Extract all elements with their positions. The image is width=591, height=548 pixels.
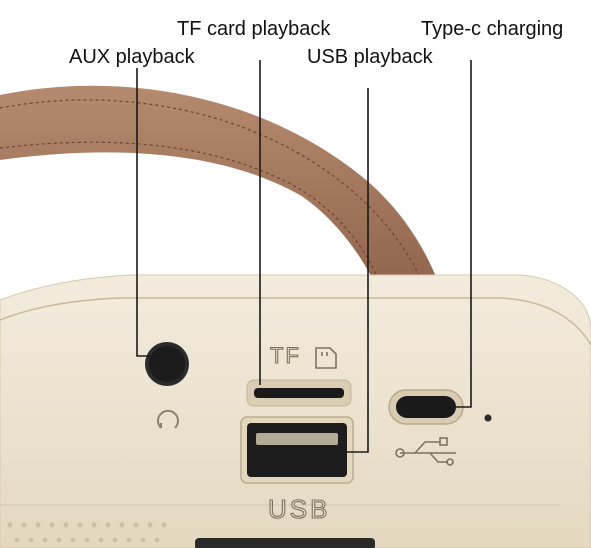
usb-trident-icon bbox=[395, 437, 456, 466]
tf-card-slot-opening bbox=[254, 388, 344, 398]
speaker-body bbox=[0, 274, 591, 548]
type-c-opening bbox=[396, 396, 456, 418]
tf-marking: TF bbox=[270, 343, 301, 368]
usb-callout-line bbox=[340, 88, 369, 453]
strap-stitch bbox=[0, 99, 439, 326]
sd-card-icon bbox=[315, 347, 337, 369]
callout-lines bbox=[136, 60, 472, 453]
bottom-slot bbox=[195, 538, 375, 548]
aux-callout-line bbox=[136, 68, 162, 357]
type-c-callout-label: Type-c charging bbox=[421, 18, 564, 40]
usb-callout-label: USB playback bbox=[307, 46, 433, 68]
aux-port-inner bbox=[149, 346, 185, 382]
usb-port-opening bbox=[247, 423, 347, 477]
aux-callout-label: AUX playback bbox=[69, 46, 195, 68]
usb-marking: USB bbox=[268, 494, 330, 524]
headphone-icon bbox=[157, 409, 179, 429]
tf-card-callout-label: TF card playback bbox=[177, 18, 331, 40]
strap-stitch-inner bbox=[0, 141, 393, 319]
usb-port-tongue bbox=[256, 433, 338, 445]
speaker-panel bbox=[0, 297, 591, 346]
status-led bbox=[484, 414, 492, 422]
speaker-grille bbox=[7, 522, 167, 543]
leather-strap bbox=[0, 85, 452, 331]
type-c-callout-line bbox=[450, 60, 472, 408]
